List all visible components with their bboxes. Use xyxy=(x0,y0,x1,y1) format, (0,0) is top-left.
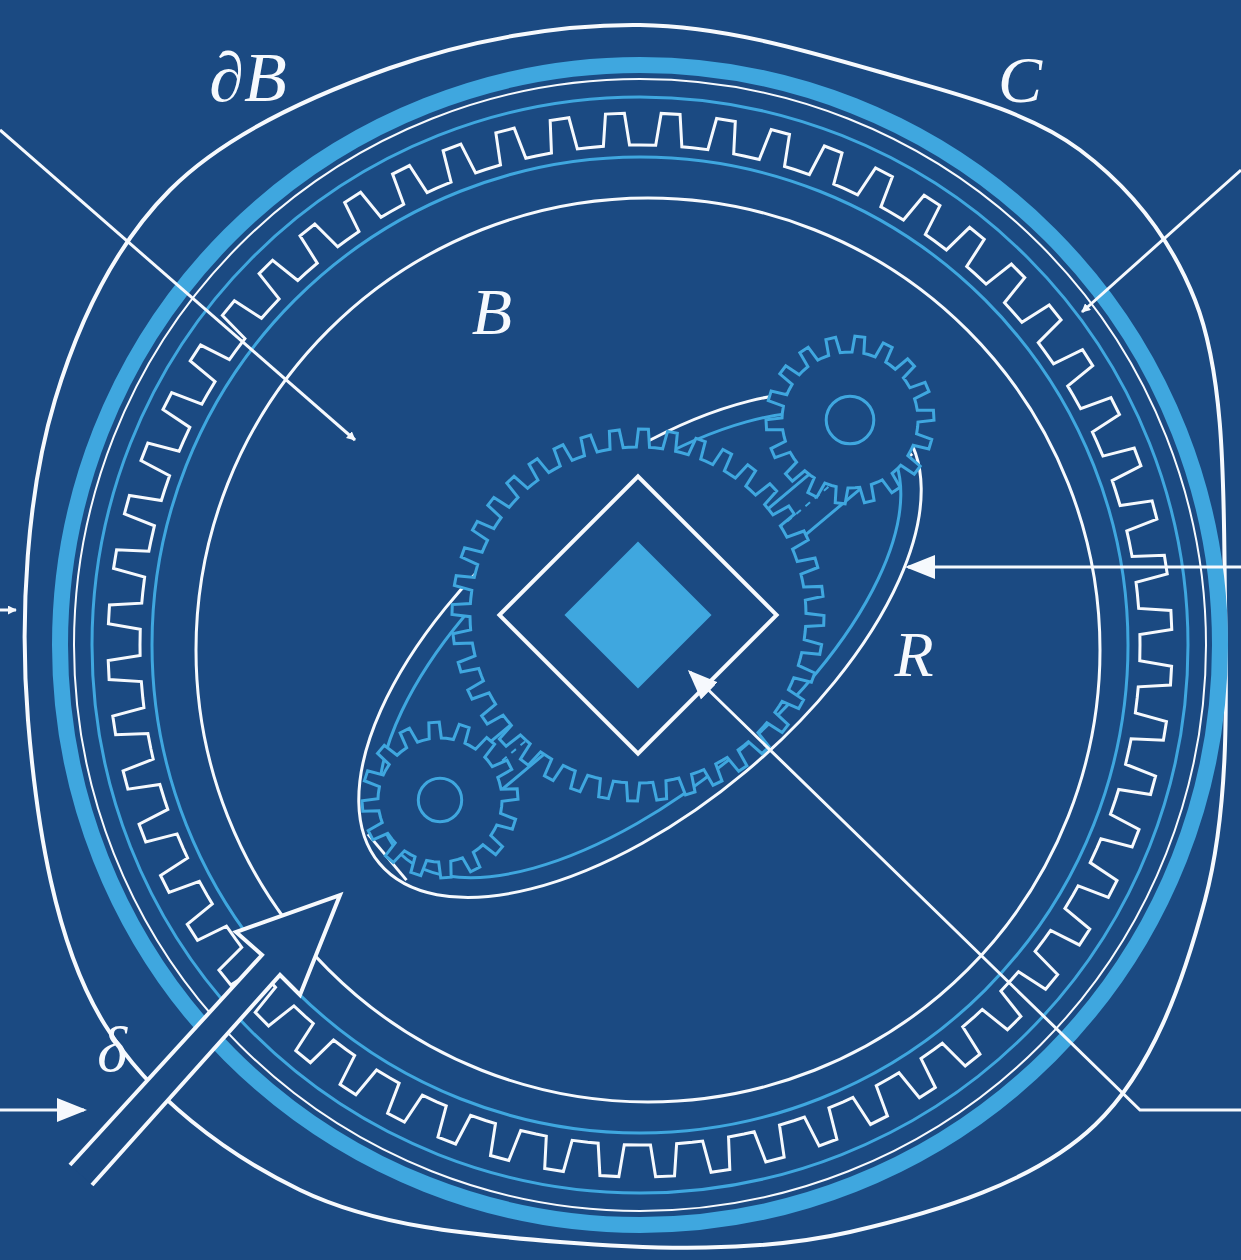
leader-line xyxy=(0,1109,84,1112)
cog-hub xyxy=(826,396,874,444)
region-label: B xyxy=(472,279,512,345)
diamond-core xyxy=(564,541,711,688)
inner-gears xyxy=(362,336,934,878)
leader-line xyxy=(0,130,355,440)
leader-line xyxy=(908,566,1241,569)
gear-teeth xyxy=(108,113,1172,1177)
region-label: R xyxy=(894,623,933,687)
cog-wheel xyxy=(452,429,824,801)
region-label: δ xyxy=(97,1018,127,1082)
outer-outline xyxy=(25,25,1226,1248)
leader-line xyxy=(1082,170,1241,312)
region-label: C xyxy=(998,47,1042,113)
leader-line xyxy=(0,609,16,612)
diamond-outline xyxy=(499,476,776,753)
core-diamond xyxy=(499,476,776,753)
region-label: ∂B xyxy=(209,43,286,113)
blob-inner-line xyxy=(303,330,977,961)
outer-boundary xyxy=(25,25,1226,1248)
leader-line xyxy=(690,672,1241,1110)
open-arrow xyxy=(70,895,340,1185)
cog-wheel xyxy=(362,722,518,878)
band-edge xyxy=(74,79,1206,1211)
gear-ring xyxy=(108,113,1172,1177)
blue-band xyxy=(60,65,1220,1225)
cog-wheel xyxy=(766,336,934,504)
core-blob xyxy=(273,300,1006,990)
band-inner-line xyxy=(92,97,1188,1193)
blob-outline xyxy=(273,300,1006,990)
cog-hub xyxy=(418,778,461,821)
region-boundary xyxy=(196,198,1100,1102)
